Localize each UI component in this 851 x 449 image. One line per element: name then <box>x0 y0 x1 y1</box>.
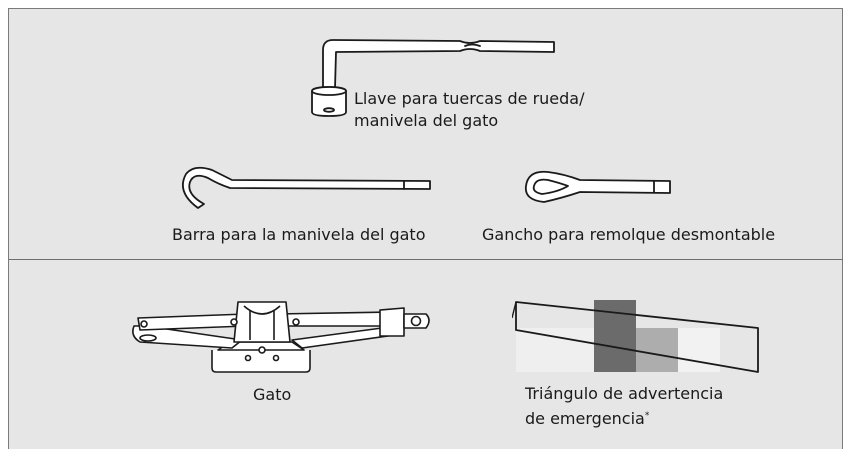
jack-handle-bar-label: Barra para la manivela del gato <box>172 225 426 244</box>
footnote-mark: * <box>644 411 650 421</box>
warning-triangle-icon <box>512 300 759 373</box>
section-divider <box>9 259 843 260</box>
scissor-jack-icon <box>132 301 430 373</box>
jack-handle-bar-icon <box>182 166 431 209</box>
lug-wrench-label-line2: manivela del gato <box>354 111 499 130</box>
warning-triangle-label-line1: Triángulo de advertencia <box>525 384 724 403</box>
lug-wrench-label-line1: Llave para tuercas de rueda/ <box>354 89 585 108</box>
warning-triangle-label-line2: de emergencia* <box>525 405 723 430</box>
towing-hook-icon <box>524 170 671 203</box>
jack-label: Gato <box>253 385 292 404</box>
warning-triangle-label-line2-text: de emergencia <box>525 409 645 428</box>
lug-wrench-icon <box>311 39 555 117</box>
warning-triangle-label: Triángulo de advertencia de emergencia* <box>525 383 723 430</box>
tool-kit-panel <box>8 8 843 449</box>
lug-wrench-label: Llave para tuercas de rueda/ manivela de… <box>354 88 585 132</box>
towing-hook-label: Gancho para remolque desmontable <box>482 225 776 244</box>
